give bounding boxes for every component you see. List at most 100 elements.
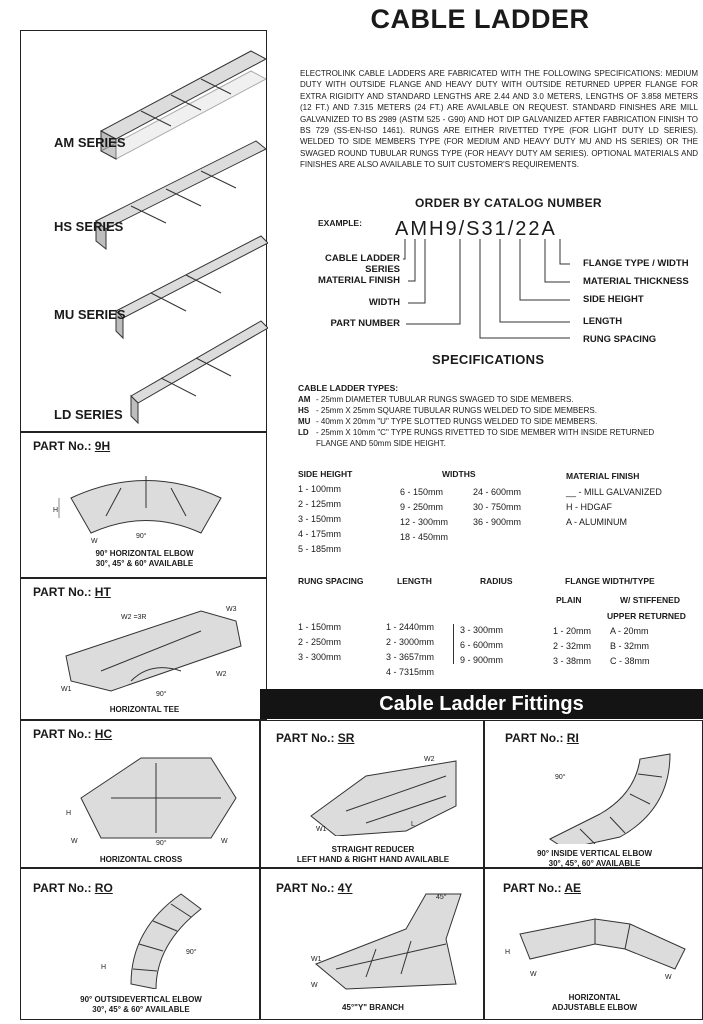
svg-text:90°: 90° [186,948,197,956]
svg-text:W2: W2 [216,671,227,678]
part-number-ae: PART No.: AE [503,881,581,895]
part-number-hc: PART No.: HC [33,727,113,741]
intro-paragraph: ELECTROLINK CABLE LADDERS ARE FABRICATED… [300,69,698,170]
catalog-right-label-thickness: MATERIAL THICKNESS [583,276,689,287]
svg-text:W1: W1 [316,826,327,833]
svg-text:W1: W1 [61,686,72,693]
svg-text:H: H [505,949,510,956]
svg-text:W3: W3 [226,606,237,613]
catalog-left-label-part: PART NUMBER [330,318,401,329]
horizontal-tee-illustration: W2 =3R W3 W1 W2 90° [61,606,242,698]
part-number-sr: PART No.: SR [276,731,355,745]
svg-text:H: H [53,507,58,514]
series-panel: AM SERIES HS SERIES MU SERIES LD SERIES [20,30,269,432]
widths-heading: WIDTHS [442,469,476,479]
page-title: CABLE LADDER [370,4,590,34]
part-hc-caption: HORIZONTAL CROSS [99,855,183,864]
part-ht-box: PART No.: HT W2 =3R W3 W1 W2 90° HORIZON… [20,578,267,720]
catalog-left-label-width: WIDTH [368,297,400,308]
svg-text:W: W [530,971,537,978]
catalog-example-code: AMH9/S31/22A [395,218,557,240]
svg-text:90°: 90° [136,532,147,540]
ladder-series-illustration [95,50,269,425]
series-label-am: AM SERIES [54,135,126,150]
length-heading: LENGTH [397,576,432,586]
part-number-9h: PART No.: 9H [33,439,111,453]
series-label-ld: LD SERIES [54,407,123,422]
part-number-ht: PART No.: HT [33,585,111,599]
straight-reducer-illustration: W2 W1 L [310,756,457,836]
part-number-ri: PART No.: RI [505,731,579,745]
part-4y-box: PART No.: 4Y 45° W1 W 45°"Y" BRANCH [260,868,484,1020]
rung-heading: RUNG SPACING [298,576,364,586]
svg-text:L: L [411,821,415,828]
part-number-4y: PART No.: 4Y [276,881,353,895]
catalog-heading: ORDER BY CATALOG NUMBER [415,196,602,210]
length-radius-divider [453,624,454,664]
specs-heading: SPECIFICATIONS [432,352,545,367]
types-heading: CABLE LADDER TYPES: [298,383,399,393]
inside-vertical-elbow-illustration: 90° [549,753,671,844]
svg-text:90°: 90° [156,839,167,847]
radius-heading: RADIUS [480,576,513,586]
svg-text:W2 =3R: W2 =3R [121,614,146,621]
catalog-connector-lines [403,239,570,339]
svg-text:W: W [71,838,78,845]
flange-plain-heading: PLAIN [556,595,582,605]
flange-upper-heading: UPPER RETURNED [607,611,686,621]
catalog-right-label-length: LENGTH [583,316,623,327]
svg-text:W2: W2 [424,756,435,763]
series-label-hs: HS SERIES [54,219,124,234]
finish-heading: MATERIAL FINISH [566,471,640,481]
adjustable-elbow-illustration: H W W [505,918,686,981]
svg-text:90°: 90° [555,773,566,781]
svg-text:W: W [311,982,318,989]
catalog-right-label-side-height: SIDE HEIGHT [583,294,644,305]
part-9h-box: PART No.: 9H H W 90° 90° HORIZONTAL ELBO… [20,432,267,578]
svg-text:W: W [665,974,672,981]
svg-text:W: W [221,838,228,845]
series-label-mu: MU SERIES [54,307,126,322]
part-hc-box: PART No.: HC H W W 90° HORIZONTAL CROSS [20,720,260,868]
svg-text:45°: 45° [436,893,447,901]
part-4y-caption: 45°"Y" BRANCH [342,1003,404,1012]
part-ht-caption: HORIZONTAL TEE [109,705,180,714]
fittings-banner: Cable Ladder Fittings [260,689,703,719]
catalog-right-label-rung: RUNG SPACING [583,334,657,345]
svg-text:W: W [91,538,98,545]
svg-text:W1: W1 [311,956,322,963]
svg-text:H: H [66,810,71,817]
flange-heading: FLANGE WIDTH/TYPE [565,576,655,586]
part-number-ro: PART No.: RO [33,881,113,895]
part-ri-box: PART No.: RI 90° 90° INSIDE VERTICAL ELB… [484,720,703,868]
svg-text:90°: 90° [156,690,167,698]
catalog-right-label-flange: FLANGE TYPE / WIDTH [583,258,689,269]
y-branch-illustration: 45° W1 W [311,893,462,990]
horizontal-elbow-illustration: H W 90° [53,476,222,545]
catalog-example-label: EXAMPLE: [318,218,362,228]
flange-stiff-heading: W/ STIFFENED [620,595,680,605]
catalog-left-label-finish: MATERIAL FINISH [318,275,400,286]
side-height-heading: SIDE HEIGHT [298,469,353,479]
catalog-left-label-series: CABLE LADDER SERIES [325,253,400,275]
svg-text:H: H [101,964,106,971]
part-ro-box: PART No.: RO 90° H 90° OUTSIDEVERTICAL E… [20,868,260,1020]
horizontal-cross-illustration: H W W 90° [66,757,237,847]
types-list: AM- 25mm DIAMETER TUBULAR RUNGS SWAGED T… [298,395,655,448]
